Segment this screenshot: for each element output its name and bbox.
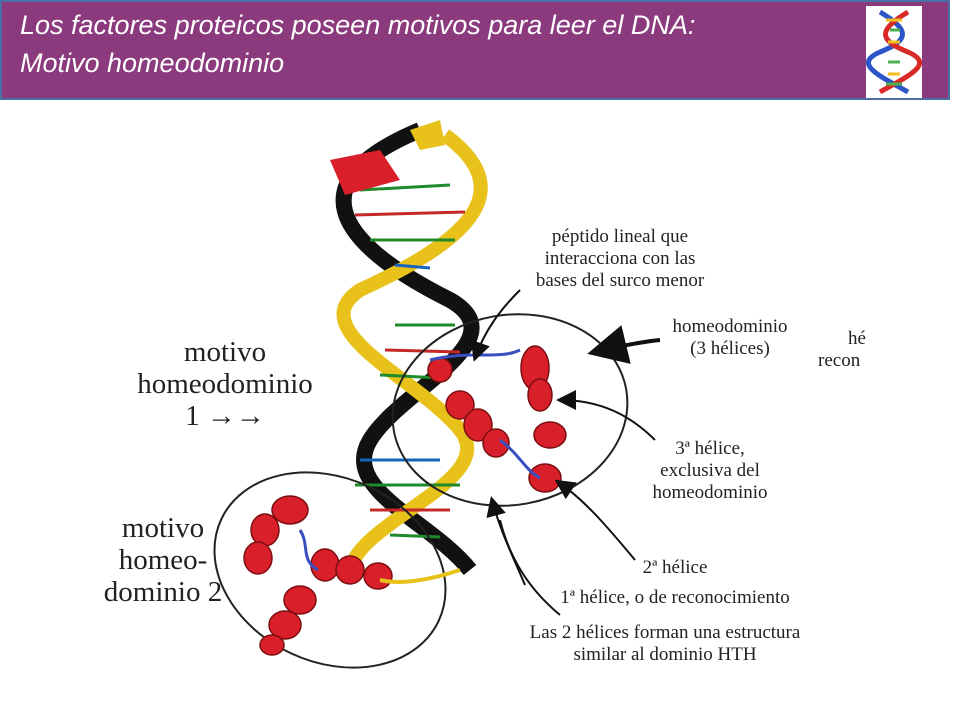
motivo-homeodominio-2-label: motivo homeo- dominio 2 — [103, 512, 223, 608]
motivo-homeodominio-1-label: motivo homeodominio 1 →→ — [137, 336, 313, 432]
homeodomain-dna-illustration — [213, 120, 661, 669]
cut-off-right-label: hé recon — [818, 328, 866, 371]
title-bar: Los factores proteicos poseen motivos pa… — [0, 0, 950, 100]
dna-double-helix-icon — [866, 9, 922, 95]
dna-double-helix — [330, 120, 488, 576]
motif-2-ellipse — [213, 471, 447, 669]
motif-1-ellipse — [391, 313, 629, 507]
homeodomain-2-helices — [243, 495, 393, 656]
title-line-2: Motivo homeodominio — [20, 48, 285, 78]
homeodomain-1-helices — [427, 345, 567, 493]
dna-logo — [866, 6, 922, 98]
hth-structure-label: Las 2 hélices forman una estructura simi… — [529, 622, 801, 665]
slide-title: Los factores proteicos poseen motivos pa… — [20, 6, 850, 82]
homeodominio-label: homeodominio (3 hélices) — [672, 316, 788, 359]
annotation-arrows — [470, 289, 661, 616]
tercera-helice-label: 3ª hélice, exclusiva del homeodominio — [652, 438, 768, 503]
title-line-1: Los factores proteicos poseen motivos pa… — [20, 10, 696, 40]
peptido-lineal-label: péptido lineal que interacciona con las … — [535, 226, 705, 291]
primera-helice-label: 1ª hélice, o de reconocimiento — [560, 587, 790, 608]
segunda-helice-label: 2ª hélice — [642, 557, 708, 578]
